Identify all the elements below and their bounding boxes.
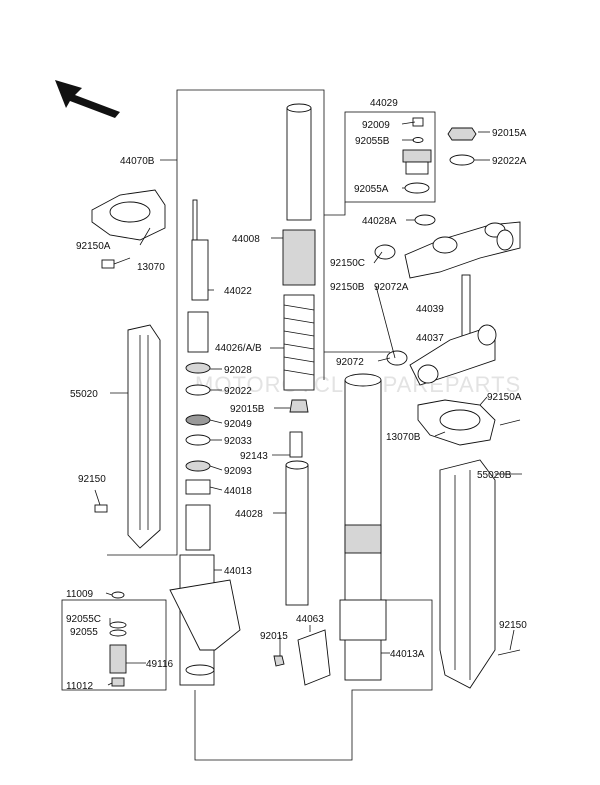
label-92072A: 92072A [374,282,409,293]
label-44008: 44008 [232,234,260,245]
label-13070B: 13070B [386,432,421,443]
label-92022A: 92022A [492,156,527,167]
label-44037: 44037 [416,333,444,344]
label-92150-right: 92150 [499,620,527,631]
part-labels: 44029 92009 92055B 92055A 92015A 92022A … [66,98,527,692]
damper-rod [285,431,309,606]
label-92015: 92015 [260,631,288,642]
label-44028A: 44028A [362,216,397,227]
label-92049: 92049 [224,419,252,430]
label-92033: 92033 [224,436,252,447]
label-44028: 44028 [235,509,263,520]
upper-triple-clamp [374,221,521,279]
lower-triple-clamp [386,274,497,386]
label-44026: 44026/A/B [215,343,262,354]
label-44029: 44029 [370,98,398,109]
front-direction-arrow-icon [55,80,120,118]
label-92015A: 92015A [492,128,527,139]
label-49116: 49116 [146,659,174,670]
right-fork-guard [439,459,521,689]
label-55020: 55020 [70,389,98,400]
fork-spring [283,294,315,413]
label-92055: 92055 [70,627,98,638]
top-cap-assembly [402,117,477,226]
right-fork-clamp [417,399,521,446]
label-11012: 11012 [66,681,94,692]
label-92143: 92143 [240,451,268,462]
assembly-frame-lines [61,89,436,761]
left-seal-stack [185,199,211,551]
left-fork-clamp [91,189,166,269]
adjuster-parts [109,591,127,687]
label-55020B: 55020B [477,470,512,481]
label-92022: 92022 [224,386,252,397]
leader-lines [94,121,522,686]
label-92072: 92072 [336,357,364,368]
label-44022: 44022 [224,286,252,297]
label-92150B: 92150B [330,282,365,293]
label-92150A-left: 92150A [76,241,111,252]
label-92093: 92093 [224,466,252,477]
label-44013: 44013 [224,566,252,577]
left-outer-tube [169,554,241,686]
label-92055C: 92055C [66,614,101,625]
label-44039: 44039 [416,304,444,315]
label-92150C: 92150C [330,258,365,269]
label-44013A: 44013A [390,649,425,660]
inner-tube [282,103,316,286]
left-fork-guard [94,324,161,549]
label-92150A-right: 92150A [487,392,522,403]
label-92055A: 92055A [354,184,389,195]
label-44070B: 44070B [120,156,155,167]
label-44018: 44018 [224,486,252,497]
label-11009: 11009 [66,589,94,600]
label-92150-left: 92150 [78,474,106,485]
label-92009: 92009 [362,120,390,131]
label-13070: 13070 [137,262,165,273]
right-outer-tube [273,373,387,686]
label-44063: 44063 [296,614,324,625]
label-92028: 92028 [224,365,252,376]
label-92055B: 92055B [355,136,390,147]
label-92015B: 92015B [230,404,265,415]
